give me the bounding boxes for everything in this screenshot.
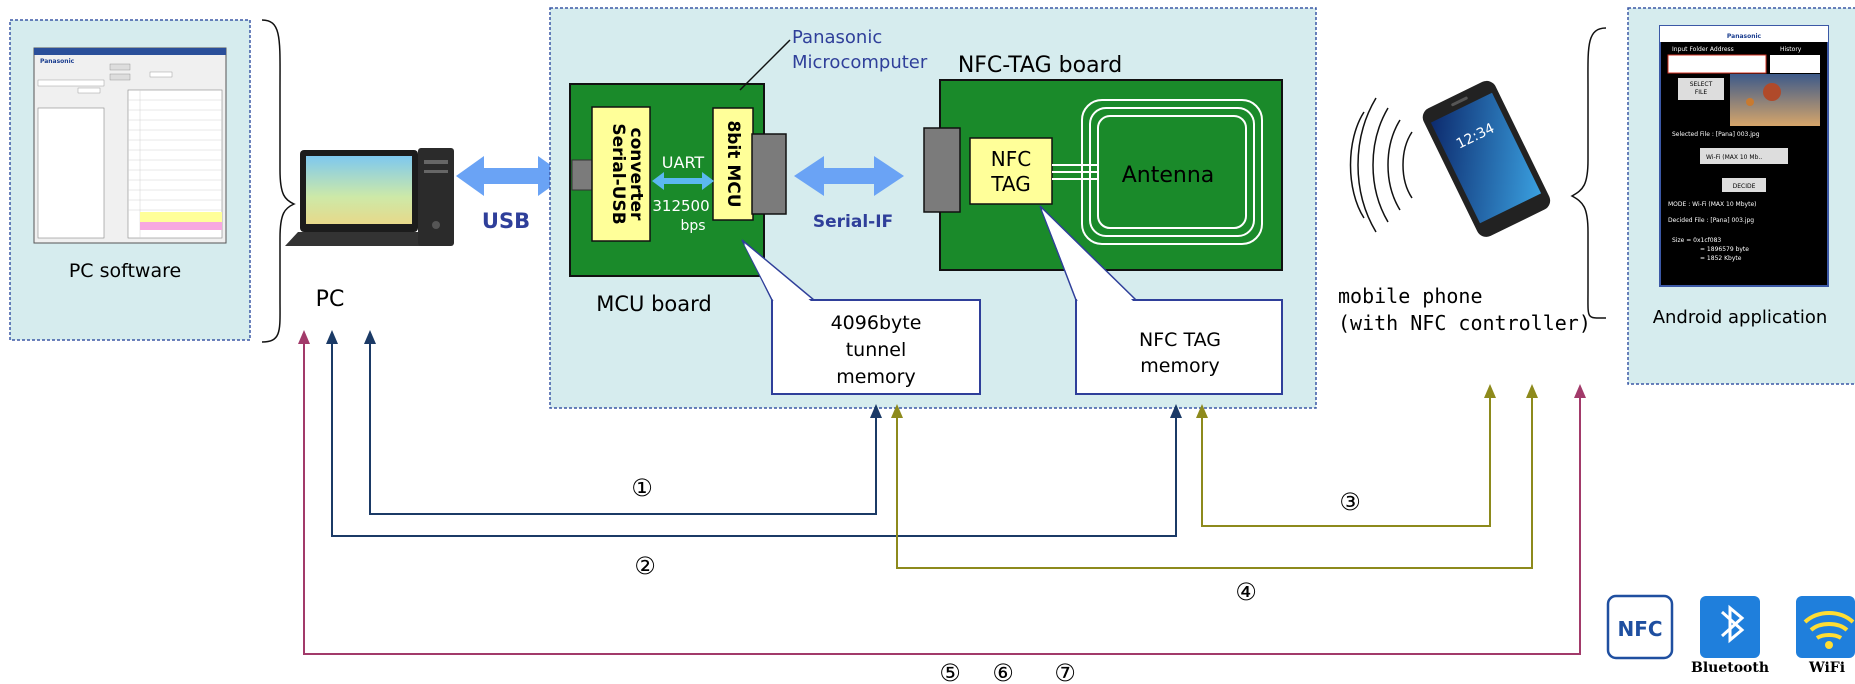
bluetooth-logo: Bluetooth xyxy=(1691,596,1769,676)
android-decide-label: DECIDE xyxy=(1733,183,1756,190)
path-567-arrowhead-pc xyxy=(298,330,310,344)
tunnel-memory-line-1: 4096byte xyxy=(831,312,922,334)
path-4-label: ④ xyxy=(1235,578,1257,606)
android-mode: MODE : Wi-Fi (MAX 10 Mbyte) xyxy=(1668,201,1756,208)
android-select-file-line-2: FILE xyxy=(1695,89,1708,96)
wifi-logo-text: WiFi xyxy=(1808,660,1845,676)
usb-label: USB xyxy=(482,209,530,233)
android-size-line-2: = 1896579 byte xyxy=(1700,246,1749,253)
android-decided-file: Decided File : [Pana] 003.jpg xyxy=(1668,217,1754,224)
wifi-logo: WiFi xyxy=(1796,596,1855,676)
path-3-label: ③ xyxy=(1339,488,1361,516)
bluetooth-logo-text: Bluetooth xyxy=(1691,660,1769,676)
pc-software-panel: Panasonic PC software xyxy=(10,20,250,340)
microcomputer-line-1: Panasonic xyxy=(792,27,882,48)
path-7-label: ⑦ xyxy=(1054,659,1076,684)
nfc-logo: NFC xyxy=(1608,596,1672,658)
pc-software-label: PC software xyxy=(69,260,181,282)
path-5-label: ⑤ xyxy=(939,659,961,684)
path-4-line xyxy=(897,398,1532,568)
uart-rate: 312500 xyxy=(652,197,709,215)
right-brace xyxy=(1572,28,1606,318)
nfc-logo-text: NFC xyxy=(1617,617,1662,641)
android-selected-file: Selected File : [Pana] 003.jpg xyxy=(1672,131,1760,138)
antenna-label: Antenna xyxy=(1122,163,1215,188)
mobile-label-line-2: (with NFC controller) xyxy=(1338,311,1591,335)
left-brace xyxy=(262,20,294,342)
path-1-arrowhead-pc xyxy=(364,330,376,344)
android-input-folder: Input Folder Address xyxy=(1672,46,1734,53)
path-6-label: ⑥ xyxy=(992,659,1014,684)
android-brand: Panasonic xyxy=(1727,33,1762,40)
tunnel-memory-line-2: tunnel xyxy=(846,339,907,361)
nfc-tag-board xyxy=(924,80,1282,270)
nfc-tag-line-2: TAG xyxy=(990,172,1031,196)
android-app-label: Android application xyxy=(1653,307,1828,328)
path-2-arrowhead-pc xyxy=(326,330,338,344)
path-2-label: ② xyxy=(634,552,656,580)
android-wifi-option: Wi-Fi (MAX 10 Mb.. xyxy=(1706,154,1762,161)
pc-icon xyxy=(285,148,454,246)
mcu-chip-label: 8bit MCU xyxy=(723,120,743,207)
uart-label: UART xyxy=(662,153,705,172)
android-history: History xyxy=(1780,46,1802,53)
mobile-label-line-1: mobile phone xyxy=(1338,284,1483,308)
android-size-line-3: = 1852 Kbyte xyxy=(1700,255,1742,262)
mobile-phone-icon: 12:34 xyxy=(1419,78,1553,241)
path-567-arrowhead-mobile xyxy=(1574,384,1586,398)
microcomputer-line-2: Microcomputer xyxy=(792,52,928,73)
nfc-tag-memory-line-1: NFC TAG xyxy=(1139,329,1221,351)
mcu-board xyxy=(570,84,786,276)
serial-if-label: Serial-IF xyxy=(813,212,893,232)
android-size-line-1: Size = 0x1cf083 xyxy=(1672,237,1721,244)
serial-usb-line-2: converter xyxy=(626,128,646,222)
nfc-tag-memory-line-2: memory xyxy=(1140,355,1219,377)
android-select-file-line-1: SELECT xyxy=(1690,81,1713,88)
mcu-board-label: MCU board xyxy=(596,292,711,316)
pc-software-brand: Panasonic xyxy=(40,58,75,65)
pc-label: PC xyxy=(316,287,345,312)
path-4-arrowhead-mobile xyxy=(1526,384,1538,398)
nfc-tag-board-label: NFC-TAG board xyxy=(958,53,1122,78)
radio-waves-icon xyxy=(1351,98,1413,232)
path-3-arrowhead-mobile xyxy=(1484,384,1496,398)
uart-unit: bps xyxy=(680,218,705,234)
nfc-tag-line-1: NFC xyxy=(991,147,1031,171)
tunnel-memory-line-3: memory xyxy=(836,366,915,388)
path-1-label: ① xyxy=(631,474,653,502)
pc-software-window-thumbnail: Panasonic xyxy=(34,48,226,243)
serial-usb-line-1: Serial-USB xyxy=(608,123,628,224)
